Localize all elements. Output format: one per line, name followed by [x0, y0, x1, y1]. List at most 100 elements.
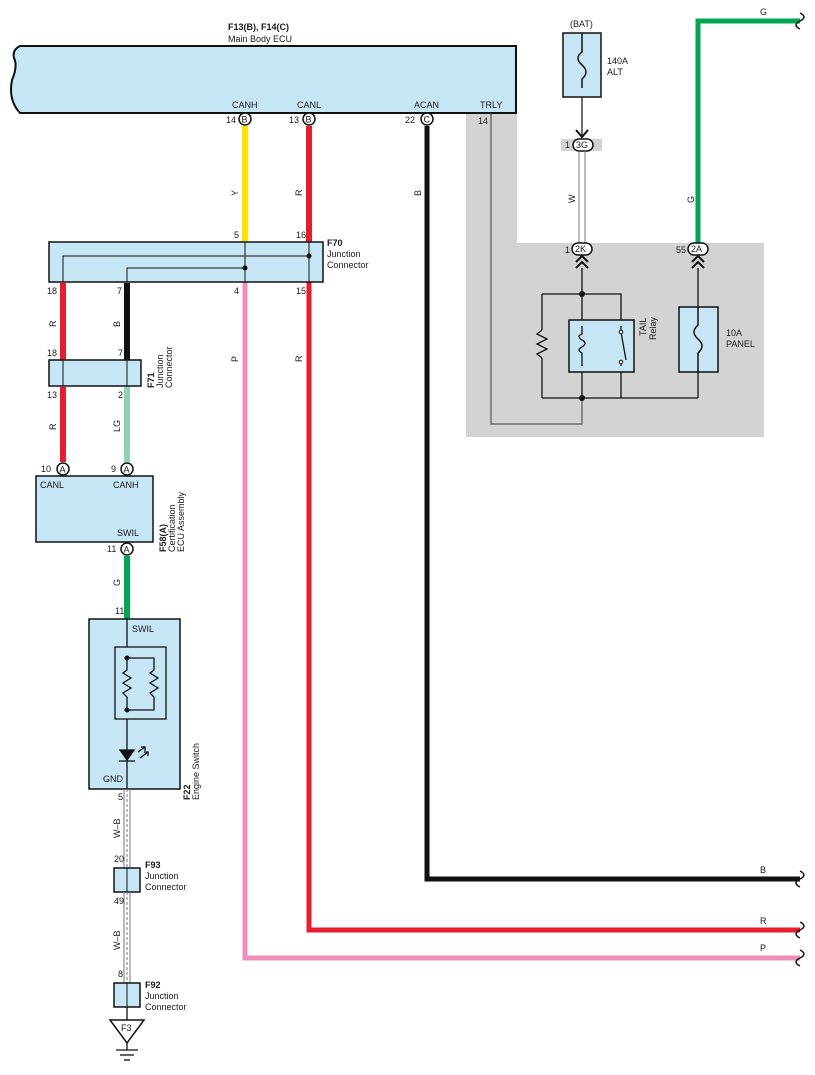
- f58-terminal-swil: SWIL: [117, 528, 139, 538]
- f92-line2: Connector: [145, 1002, 187, 1012]
- pin-number: 13: [289, 115, 299, 125]
- wire-red: [306, 126, 312, 242]
- f58-pin-number: 9: [111, 464, 116, 474]
- panel-fuse-rating: 10A: [726, 328, 742, 338]
- pin-connector-letter: A: [60, 465, 66, 475]
- wire-pink: [242, 282, 800, 961]
- connector-2a-pin: 55: [676, 245, 686, 255]
- wire-label-lg: LG: [112, 420, 122, 432]
- wire-label-y: Y: [230, 190, 240, 196]
- f22-code: F22: [182, 784, 192, 800]
- pin-connector-badge: [120, 462, 134, 476]
- wire-label-r: R: [294, 189, 304, 196]
- pin-connector-letter: A: [124, 545, 130, 555]
- f70-code: F70: [327, 238, 343, 248]
- f70-pin-bottom: 7: [117, 286, 122, 296]
- f22-pin-top: 11: [115, 606, 124, 616]
- f71-line1: Junction: [155, 354, 165, 388]
- pin-connector-badge: [56, 462, 70, 476]
- tail-relay-label-2: Relay: [648, 316, 658, 340]
- ground-label: F3: [121, 1023, 132, 1033]
- wire-label-g: G: [686, 196, 696, 203]
- wire-label-wb: W–B: [112, 818, 122, 838]
- edge-label-g: G: [760, 7, 767, 17]
- pin-connector-letter: C: [424, 115, 431, 125]
- f93-pin-top: 20: [114, 854, 124, 864]
- wire-green: [695, 18, 800, 244]
- panel-fuse-name: PANEL: [726, 339, 755, 349]
- f22-terminal-gnd: GND: [103, 774, 124, 784]
- relay-block-area: [466, 114, 764, 437]
- f58-terminal-canl: CANL: [40, 480, 64, 490]
- f58-ecu-box: [35, 475, 154, 543]
- f70-pin-bottom: 15: [296, 286, 306, 296]
- f71-pin-top: 7: [118, 348, 123, 358]
- f71-pin-bottom: 13: [47, 390, 57, 400]
- f71-code: F71: [146, 372, 156, 388]
- wire-label-w: W: [567, 194, 577, 203]
- pin-connector-letter: A: [124, 465, 130, 475]
- wire-lightgreen: [124, 387, 130, 462]
- wire-yellow: [242, 126, 248, 242]
- pin-connector-badge: [238, 112, 252, 126]
- f70-line1: Junction: [327, 249, 361, 259]
- f71-connector-box: [48, 359, 142, 387]
- panel-fuse-symbol: [693, 307, 703, 372]
- alt-fuse-rating: 140A: [607, 56, 628, 66]
- alt-fuse-symbol: [577, 42, 587, 88]
- pin-connector-badge: [120, 542, 134, 556]
- battery-label: (BAT): [570, 19, 593, 29]
- main-body-ecu: F13(B), F14(C) Main Body ECU CANH CANL A…: [10, 22, 517, 114]
- f70-pin-bottom: 18: [47, 286, 57, 296]
- connector-2k-pin: 1: [565, 245, 570, 255]
- f71-pin-top: 18: [47, 348, 57, 358]
- f93-pin-bottom: 49: [114, 896, 124, 906]
- connector-arrow: [575, 129, 589, 139]
- pin-connector-badge: [420, 112, 434, 126]
- wire-label-r: R: [48, 320, 58, 327]
- f58-pin-number: 11: [107, 544, 116, 554]
- junction-dot: [579, 395, 585, 401]
- f71-pin-bottom: 2: [118, 390, 123, 400]
- wire-label-r: R: [294, 355, 304, 362]
- terminal-canl: CANL: [297, 100, 321, 110]
- connector-3g-pin: 1: [565, 140, 570, 150]
- f70-connector-box: [48, 241, 324, 283]
- edge-label-r: R: [760, 916, 767, 926]
- wire-black: [124, 283, 130, 360]
- ground-symbol: [108, 1019, 146, 1045]
- edge-label-b: B: [760, 865, 766, 875]
- pin-connector-letter: B: [242, 115, 248, 125]
- terminal-canh: CANH: [232, 100, 258, 110]
- terminal-acan: ACAN: [414, 100, 439, 110]
- wire-label-r: R: [48, 423, 58, 430]
- wire-green: [124, 556, 130, 619]
- wire-black: [424, 126, 800, 882]
- ground-icon: [116, 1043, 138, 1061]
- wire-label-b: B: [112, 321, 122, 327]
- f70-internal-lines: [62, 242, 310, 282]
- wire-label-b: B: [413, 190, 423, 196]
- f22-internal: [114, 619, 167, 789]
- wire-label-wb: W–B: [112, 930, 122, 950]
- tail-relay-circuit: [535, 268, 699, 399]
- tail-relay-box: [568, 319, 635, 373]
- pin-number: 14: [478, 116, 488, 126]
- main-ecu-name: Main Body ECU: [228, 34, 292, 44]
- f93-code: F93: [145, 860, 161, 870]
- f22-pin-bottom: 5: [118, 792, 123, 802]
- f93-line1: Junction: [145, 871, 179, 881]
- f58-pin-number: 10: [41, 464, 51, 474]
- f58-line2: ECU Assembly: [176, 491, 186, 552]
- alt-fuse-name: ALT: [607, 67, 623, 77]
- connector-arrow: [691, 254, 705, 269]
- wire-red: [60, 283, 66, 360]
- f22-terminal-swil: SWIL: [132, 624, 154, 634]
- f58-line1: Certification: [167, 504, 177, 552]
- wire-label-g: G: [112, 579, 122, 586]
- tail-relay-label: TAIL: [638, 318, 648, 336]
- f58-terminal-canh: CANH: [113, 480, 139, 490]
- f70-pin-top: 5: [234, 230, 239, 240]
- junction-dot: [579, 291, 585, 297]
